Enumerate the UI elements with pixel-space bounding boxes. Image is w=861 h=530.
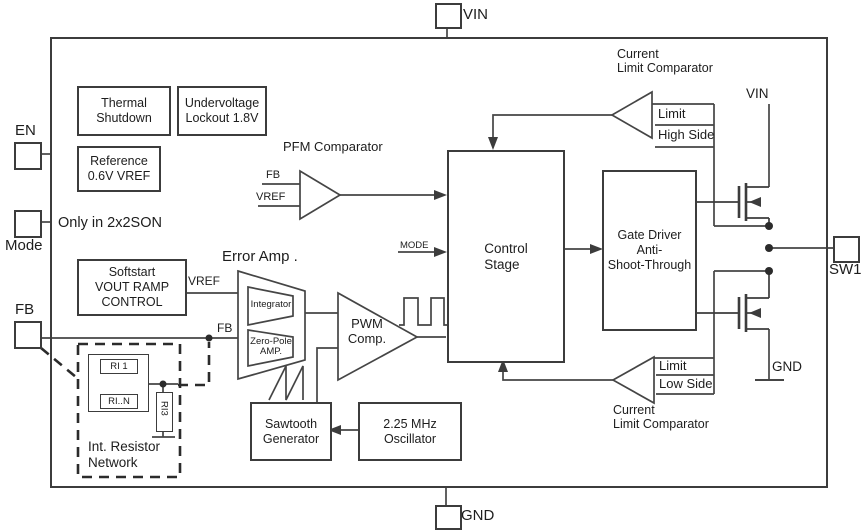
pwm-comparator-label: PWM Comp. [347,316,387,346]
undervoltage-lockout-block: Undervoltage Lockout 1.8V [177,86,267,136]
node-sw-mid [765,244,773,252]
pin-en [14,142,42,170]
arrow-cltop-into-control [488,137,498,150]
softstart-block: Softstart VOUT RAMP CONTROL [77,259,187,316]
arrow-osc-into-sawtooth [328,425,341,435]
current-limit-bottom-label: Current Limit Comparator [613,403,709,432]
wire-limit-high-bracket [652,103,769,227]
arrow-pfm-into-control [434,190,447,200]
pfm-fb-net-label: FB [266,169,281,181]
high-side-mosfet-icon [693,183,770,226]
pin-fb [14,321,42,349]
limit-high-net-label: Limit [658,106,686,121]
low-side-mosfet-icon [693,271,770,332]
node-fb [205,334,213,342]
mode-pin-label: Mode [5,237,43,254]
arrow-mode-into-control [434,247,447,257]
vin-rail-label: VIN [746,86,769,101]
pin-sw1 [833,236,860,263]
sw1-pin-label: SW1 [829,261,861,278]
ri3-label: RI3 [158,401,170,416]
pin-gnd-bottom [435,505,462,530]
oscillator-block: 2.25 MHz Oscillator [358,402,462,461]
ri3-resistor [156,392,173,432]
ri1-resistor: RI 1 [100,359,138,374]
dashed-network-outline [76,342,182,479]
control-stage-block: Control Stage [447,150,565,363]
current-limit-bottom-triangle [611,355,655,405]
rin-resistor: RI..N [100,394,138,409]
only-in-note: Only in 2x2SON [58,215,162,231]
vref-net-label: VREF [188,274,221,288]
pin-vin-top [435,3,462,29]
pfm-comparator-triangle [299,169,342,221]
integrator-trapezoid [247,285,294,327]
arrow-clbot-into-control [498,359,508,372]
pwm-comparator-triangle [337,291,419,382]
node-sw-top [765,222,773,230]
node-sw-bot [765,267,773,275]
wire-limit-low-bracket [654,270,769,395]
arrow-into-gatedriver [590,244,603,254]
fb-net-label: FB [217,321,233,335]
pin-mode [14,210,42,238]
current-limit-top-triangle [610,90,653,140]
gnd-rail-label: GND [772,359,802,374]
vin-top-pin-label: VIN [463,6,489,23]
gnd-bottom-pin-label: GND [461,507,495,524]
wire-saw-in [316,347,338,402]
integrator-label: Integrator [250,299,292,310]
low-side-net-label: Low Side [659,376,713,391]
pfm-vref-net-label: VREF [256,191,286,203]
dashed-callout-line [40,346,77,379]
reference-block: Reference 0.6V VREF [77,146,161,192]
sawtooth-waveform-icon [268,365,304,401]
current-limit-top-label: Current Limit Comparator [617,47,713,76]
error-amp-title: Error Amp . [222,248,298,265]
dashed-fb-link [178,342,211,387]
node-rnet [159,380,167,388]
en-pin-label: EN [15,122,36,139]
pfm-comparator-label: PFM Comparator [283,139,383,154]
gate-driver-block: Gate Driver Anti- Shoot-Through [602,170,697,331]
zero-pole-trapezoid [247,329,294,368]
sawtooth-generator-block: Sawtooth Generator [250,402,332,461]
thermal-shutdown-block: Thermal Shutdown [77,86,171,136]
fb-pin-label: FB [15,301,35,318]
wire-cl-top-out [492,114,612,146]
high-side-net-label: High Side [658,127,715,142]
mode-net-label: MODE [400,240,429,251]
int-resistor-network-label: Int. Resistor Network [88,439,161,470]
zero-pole-label: Zero-Pole AMP. [250,336,292,358]
pwm-waveform-icon [399,297,449,326]
chip-boundary [50,37,828,488]
limit-low-net-label: Limit [659,358,687,373]
